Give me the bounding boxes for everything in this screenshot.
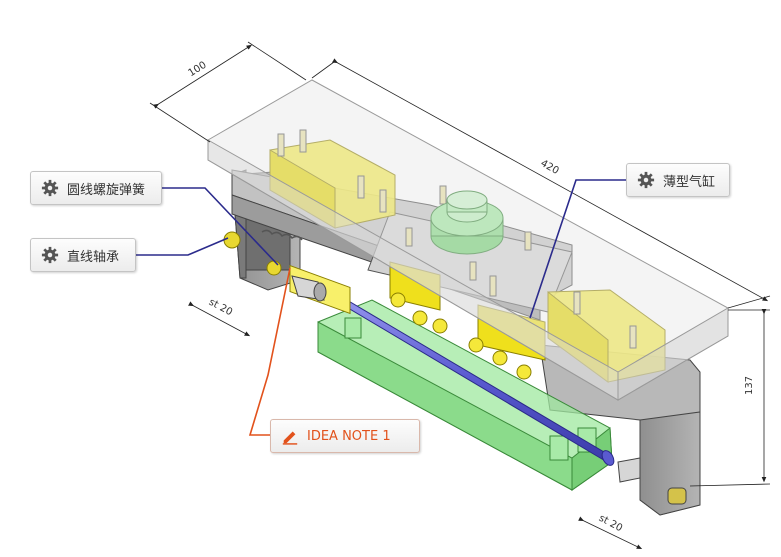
pencil-icon xyxy=(282,431,298,445)
idea-note-button[interactable]: IDEA NOTE 1 xyxy=(270,419,420,453)
spring-callout-button[interactable]: 圆线螺旋弹簧 xyxy=(30,171,162,205)
idea-note-label: IDEA NOTE 1 xyxy=(307,428,391,444)
cylinder-callout-label: 薄型气缸 xyxy=(663,174,716,190)
right-end-bracket xyxy=(539,344,701,516)
dimension-lines xyxy=(149,41,771,550)
coil-spring xyxy=(261,229,303,241)
bearing-callout-label: 直线轴承 xyxy=(67,249,120,265)
green-lower-block xyxy=(317,299,613,491)
shaft-bushing xyxy=(291,275,641,483)
gear-icon xyxy=(41,179,59,197)
spring-callout-label: 圆线螺旋弹簧 xyxy=(67,182,146,198)
gear-icon xyxy=(41,246,59,264)
cylinder-callout-button[interactable]: 薄型气缸 xyxy=(626,163,730,197)
dimension-height-label: 137 xyxy=(744,375,756,396)
bearing-callout-button[interactable]: 直线轴承 xyxy=(30,238,136,272)
callout-leaders xyxy=(136,179,626,436)
gear-icon xyxy=(637,171,655,189)
